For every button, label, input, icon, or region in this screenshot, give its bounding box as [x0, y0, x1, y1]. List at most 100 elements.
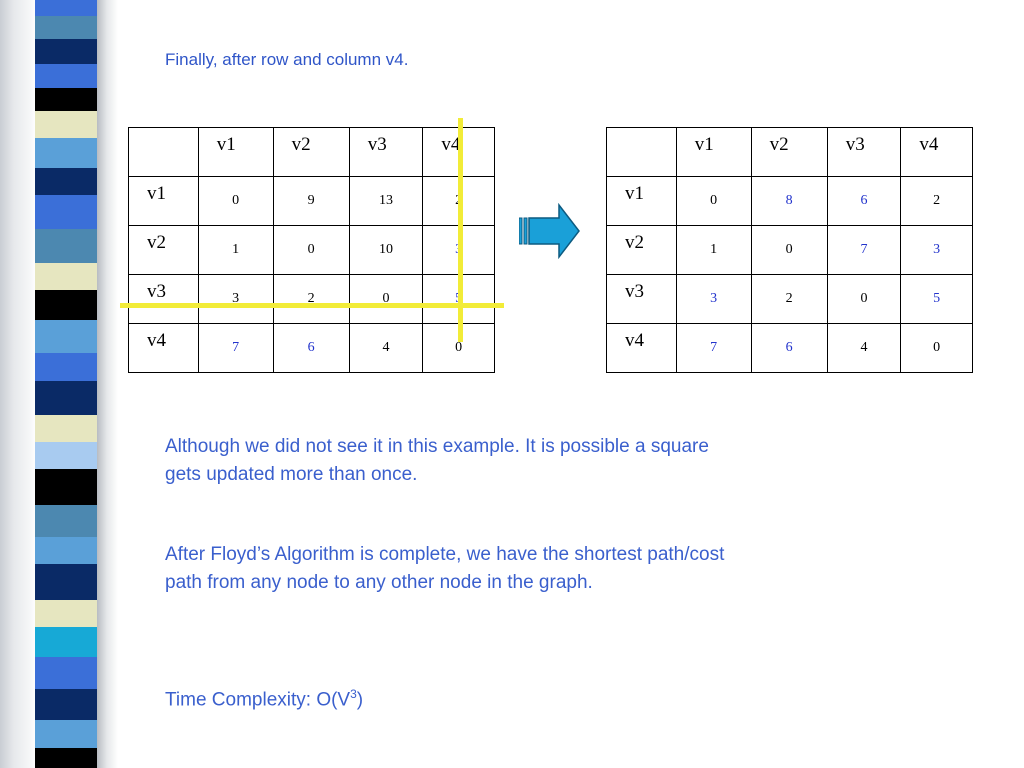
matrix-left-body: v1v2v3v4v109132v210103v33205v47640 — [128, 127, 495, 373]
matrix-right-cell-v3-v2: 2 — [750, 274, 828, 324]
cell-value: 3 — [933, 242, 941, 257]
matrix-right-corner-cell — [606, 127, 677, 177]
matrix-left-col-header-v2: v2 — [272, 127, 350, 177]
matrix-left-cell-v4-v2: 6 — [272, 323, 350, 373]
matrix-right-cell-v3-v3: 0 — [826, 274, 902, 324]
cell-value: 0 — [307, 242, 315, 257]
stripe-block — [35, 415, 97, 443]
matrix-left-row-v2: v210103 — [128, 225, 495, 275]
slide-heading: Finally, after row and column v4. — [165, 50, 409, 69]
cell-value: 0 — [933, 340, 941, 355]
matrix-right-cell-v3-v1: 3 — [675, 274, 752, 324]
matrix-right-col-header-v1: v1 — [675, 127, 752, 177]
matrix-right-row-label-v1: v1 — [606, 176, 677, 226]
stripe-block — [35, 0, 97, 17]
cell-value: 2 — [307, 291, 315, 306]
stripe-block — [35, 320, 97, 353]
cell-value: 3 — [232, 291, 240, 306]
cell-value: 0 — [860, 291, 868, 306]
cell-value: 8 — [785, 193, 793, 208]
distance-matrix-before: v1v2v3v4v109132v210103v33205v47640 — [128, 127, 495, 373]
matrix-right-cell-v2-v4: 3 — [900, 225, 973, 275]
matrix-right-cell-v1-v2: 8 — [750, 176, 828, 226]
stripe-block — [35, 626, 97, 658]
stripe-block — [35, 290, 97, 321]
matrix-left-cell-v2-v3: 10 — [348, 225, 424, 275]
matrix-right-col-header-v4: v4 — [900, 127, 973, 177]
matrix-right-row-v2: v2 1 0 7 3 — [606, 225, 973, 275]
matrix-right-cell-v2-v3: 7 — [826, 225, 902, 275]
stripe-block — [35, 563, 97, 600]
cell-value: 1 — [710, 242, 718, 257]
matrix-left-cell-v1-v3: 13 — [348, 176, 424, 226]
time-complexity-exponent: 3 — [350, 687, 357, 701]
matrix-right-cell-v4-v1: 7 — [675, 323, 752, 373]
matrix-right-col-header-v3: v3 — [826, 127, 902, 177]
stripe-block — [35, 657, 97, 690]
stripe-block — [35, 748, 97, 768]
cell-value: 6 — [860, 193, 868, 208]
cell-value: 5 — [933, 291, 941, 306]
matrix-left-row-v1: v109132 — [128, 176, 495, 226]
matrix-right-row-label-v4: v4 — [606, 323, 677, 373]
matrix-left-corner-cell — [128, 127, 199, 177]
matrix-right-cell-v4-v2: 6 — [750, 323, 828, 373]
matrix-right-cell-v3-v4: 5 — [900, 274, 973, 324]
stripe-block — [35, 168, 97, 196]
stripe-block — [35, 537, 97, 564]
stripe-block — [35, 599, 97, 627]
cell-value: 0 — [710, 193, 718, 208]
stripe-block — [35, 504, 97, 538]
matrix-right-row-v1: v1 0 8 6 2 — [606, 176, 973, 226]
matrix-right-cell-v1-v4: 2 — [900, 176, 973, 226]
matrix-left-cell-v3-v3: 0 — [348, 274, 424, 324]
cell-value: 6 — [785, 340, 793, 355]
matrix-right-cell-v4-v4: 0 — [900, 323, 973, 373]
matrix-right-cell-v1-v3: 6 — [826, 176, 902, 226]
stripe-block — [35, 719, 97, 749]
matrix-right-cell-v2-v2: 0 — [750, 225, 828, 275]
cell-value: 10 — [379, 242, 394, 257]
stripe-block — [35, 137, 97, 169]
decorative-stripe-shadow — [97, 0, 118, 768]
time-complexity-suffix: ) — [356, 689, 364, 711]
cell-value: 3 — [710, 291, 718, 306]
cell-value: 7 — [232, 340, 240, 355]
cell-value: 0 — [785, 242, 793, 257]
cell-value: 2 — [785, 291, 793, 306]
note-paragraph-result: After Floyd’s Algorithm is complete, we … — [165, 544, 725, 593]
cell-value: 6 — [307, 340, 315, 355]
matrix-right-row-label-v2: v2 — [606, 225, 677, 275]
stripe-block — [35, 263, 97, 291]
matrix-left-row-label-v2: v2 — [128, 225, 199, 275]
highlight-column-v4 — [458, 118, 463, 342]
matrix-left-col-header-v3: v3 — [348, 127, 424, 177]
stripe-block — [35, 469, 97, 505]
matrix-right-row-label-v3: v3 — [606, 274, 677, 324]
highlight-row-v4 — [120, 303, 504, 308]
stripe-block — [35, 689, 97, 720]
stripe-block — [35, 110, 97, 138]
stripe-block — [35, 87, 97, 111]
matrix-left-row-label-v1: v1 — [128, 176, 199, 226]
matrix-left-cell-v1-v1: 0 — [197, 176, 274, 226]
matrix-left-col-header-v1: v1 — [197, 127, 274, 177]
decorative-stripe — [35, 0, 97, 768]
time-complexity-text: Time Complexity: O(V3) — [165, 680, 725, 714]
matrix-right-row-v3: v3 3 2 0 5 — [606, 274, 973, 324]
matrix-left-row-label-v4: v4 — [128, 323, 199, 373]
note-paragraph-updates: Although we did not see it in this examp… — [165, 436, 709, 485]
matrix-left-row-label-v3: v3 — [128, 274, 199, 324]
matrix-right-cell-v4-v3: 4 — [826, 323, 902, 373]
cell-value: 0 — [382, 291, 390, 306]
matrix-left-cell-v3-v1: 3 — [197, 274, 274, 324]
stripe-block — [35, 16, 97, 40]
stripe-block — [35, 64, 97, 88]
cell-value: 13 — [379, 193, 394, 208]
